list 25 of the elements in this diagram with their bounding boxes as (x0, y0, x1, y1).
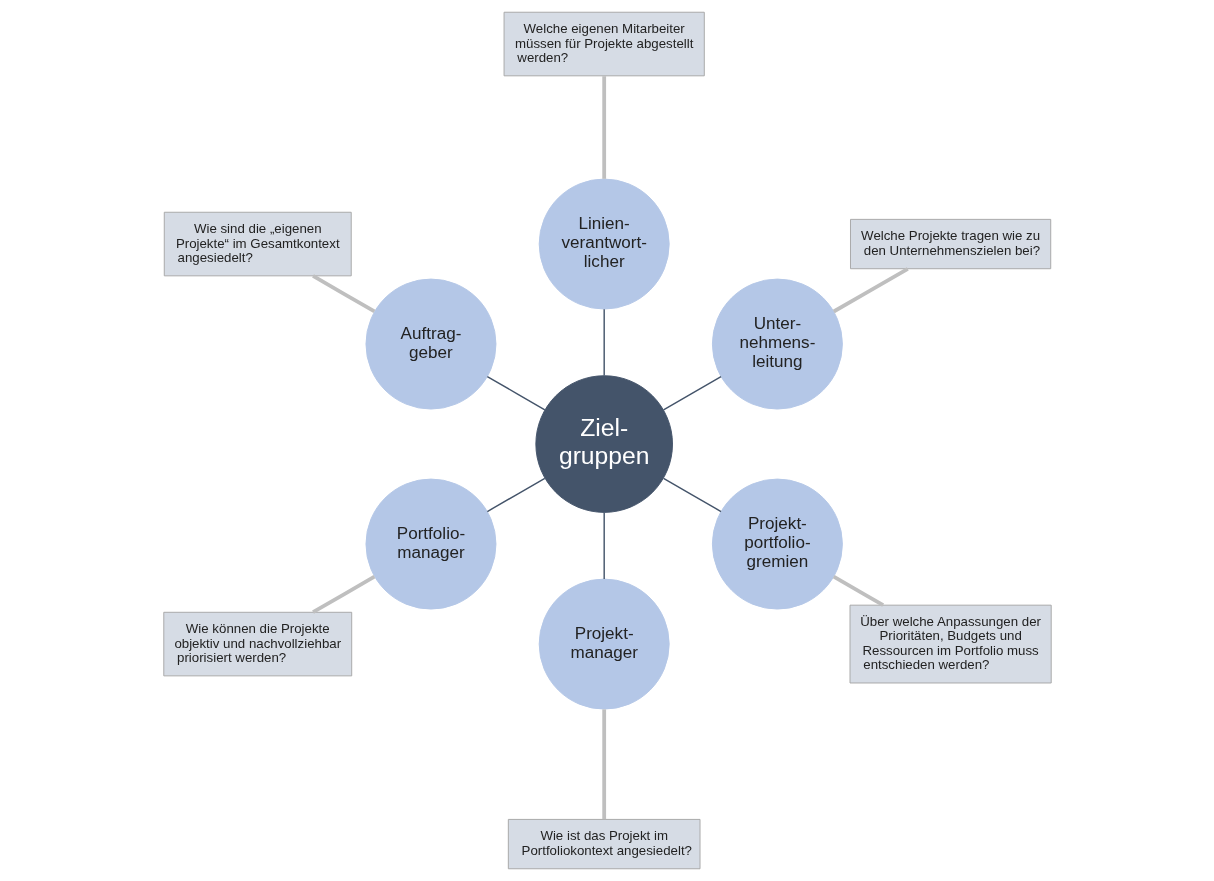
node-box: Wie ist das Projekt im Portfoliokontext angesiedelt? (507, 818, 700, 870)
connector (602, 511, 605, 580)
node-box: Welche Projekte tragen wie zu den Unternehmenszielen bei? (849, 218, 1051, 270)
node-circle: Ziel- gruppen (534, 375, 673, 513)
node-circle: Projekt- manager (538, 578, 670, 710)
connector (662, 477, 722, 513)
node-circle: Auftrag- geber (365, 278, 496, 410)
node-box: Wie können die Projekte objektiv und nachvollziehbar priorisiert werden? (162, 611, 352, 677)
connector (832, 267, 909, 314)
node-box: Über welche Anpassungen der Prioritäten, Budgets und Ressourcen im Portfolio muss entschieden werden? (849, 604, 1052, 684)
connector (832, 574, 884, 607)
node-box: Welche eigenen Mitarbeiter müssen für Projekte abgestellt werden? (503, 11, 705, 77)
node-box: Wie sind die „eigenen Projekte“ im Gesamtkontext angesiedelt? (163, 211, 352, 277)
connector (486, 375, 545, 411)
connector (601, 76, 606, 179)
connector (311, 274, 375, 314)
connector (601, 709, 606, 820)
connector (602, 308, 605, 377)
connector (311, 575, 375, 614)
node-circle: Portfolio- manager (365, 478, 496, 610)
connector (486, 477, 545, 513)
node-circle: Linien- verantwort- licher (538, 178, 670, 310)
node-circle: Projekt- portfolio- gremien (711, 478, 843, 610)
connector (662, 375, 722, 411)
node-circle: Unter- nehmens- leitung (711, 278, 843, 410)
